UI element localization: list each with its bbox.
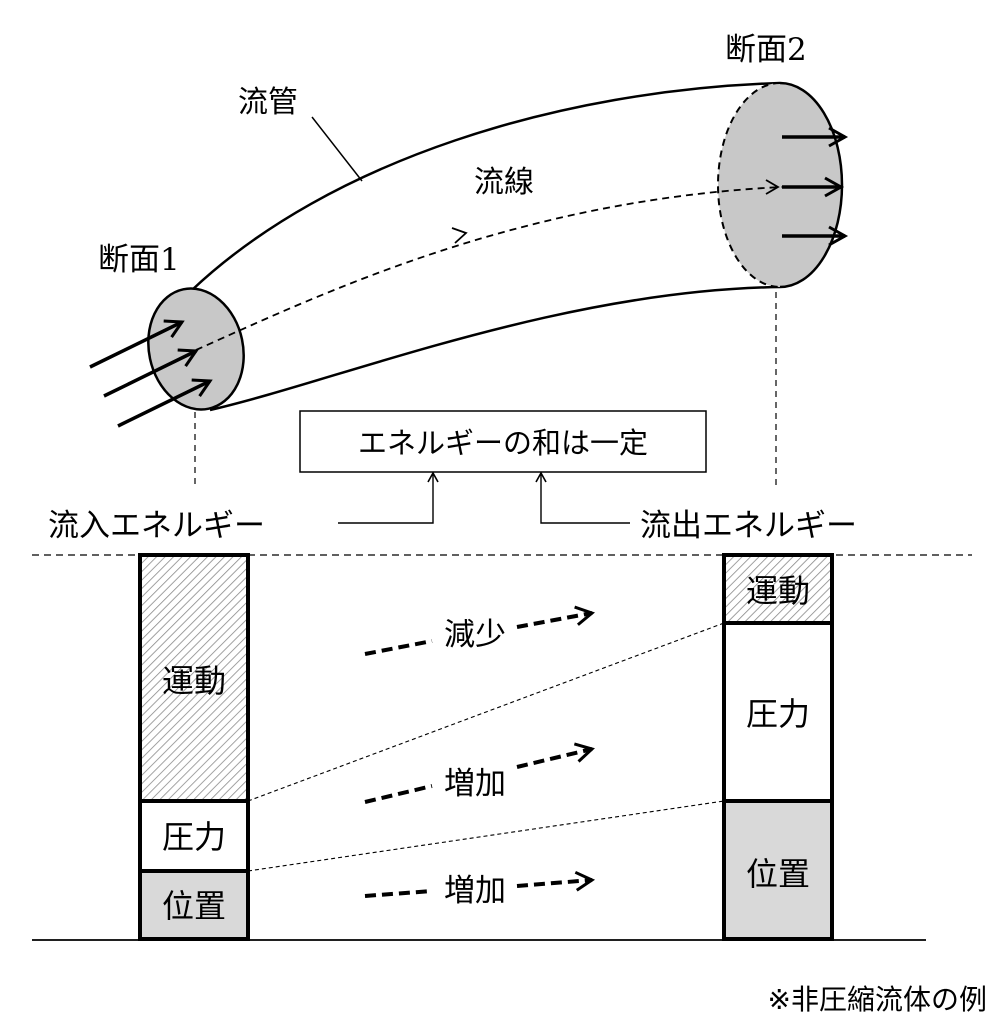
outflow-connector bbox=[535, 471, 630, 524]
inflow-energy-label: 流入エネルギー bbox=[48, 508, 265, 544]
position-increase-label: 増加 bbox=[444, 873, 506, 909]
streamline-arrow-mid bbox=[451, 227, 468, 244]
inflow-position-label: 位置 bbox=[162, 887, 226, 925]
inflow-arrow bbox=[117, 378, 213, 428]
position-top-connector bbox=[247, 800, 725, 872]
section1-label: 断面1 bbox=[98, 242, 180, 278]
outflow-kinetic-label: 運動 bbox=[746, 572, 810, 610]
pressure-increase-label: 増加 bbox=[444, 766, 506, 802]
streamline-label: 流線 bbox=[474, 165, 534, 200]
pressure-top-connector bbox=[247, 622, 725, 802]
streamline bbox=[195, 186, 783, 351]
section2-label: 断面2 bbox=[725, 32, 807, 68]
streamline-arrow-end bbox=[765, 179, 780, 195]
outflow-position-label: 位置 bbox=[746, 855, 810, 893]
kinetic-decrease-label: 減少 bbox=[444, 617, 506, 653]
stream-tube bbox=[147, 81, 844, 412]
tube-bottom-edge bbox=[209, 285, 781, 412]
outflow-energy-bar: 運動 圧力 位置 bbox=[722, 553, 834, 941]
energy-sum-box bbox=[299, 410, 707, 473]
outflow-position-segment bbox=[722, 799, 834, 941]
section1-ellipse bbox=[147, 287, 245, 411]
tube-leader-line bbox=[311, 116, 363, 182]
outflow-pressure-label: 圧力 bbox=[746, 695, 810, 733]
pressure-change-arrow: 増加 bbox=[364, 742, 595, 804]
inflow-connector bbox=[338, 471, 439, 524]
inflow-arrows bbox=[89, 319, 213, 428]
outflow-energy-label: 流出エネルギー bbox=[640, 508, 857, 544]
inflow-pressure-label: 圧力 bbox=[162, 818, 226, 856]
outflow-arrows bbox=[782, 126, 849, 247]
inflow-energy-bar: 運動 圧力 位置 bbox=[138, 553, 250, 941]
tube-top-edge bbox=[191, 81, 781, 291]
inflow-pressure-segment bbox=[138, 799, 250, 873]
kinetic-change-arrow: 減少 bbox=[364, 605, 596, 656]
outflow-kinetic-segment bbox=[722, 553, 834, 625]
inflow-position-segment bbox=[138, 869, 250, 941]
outflow-pressure-segment bbox=[722, 621, 834, 803]
inflow-kinetic-label: 運動 bbox=[162, 662, 226, 700]
footnote: ※非圧縮流体の例 bbox=[767, 983, 987, 1016]
inflow-arrow bbox=[89, 319, 185, 369]
energy-sum-label: エネルギーの和は一定 bbox=[358, 426, 648, 460]
tube-label: 流管 bbox=[238, 85, 298, 120]
position-change-arrow: 増加 bbox=[364, 870, 596, 909]
inflow-arrow bbox=[103, 348, 199, 398]
section2-back-arc bbox=[717, 82, 781, 288]
